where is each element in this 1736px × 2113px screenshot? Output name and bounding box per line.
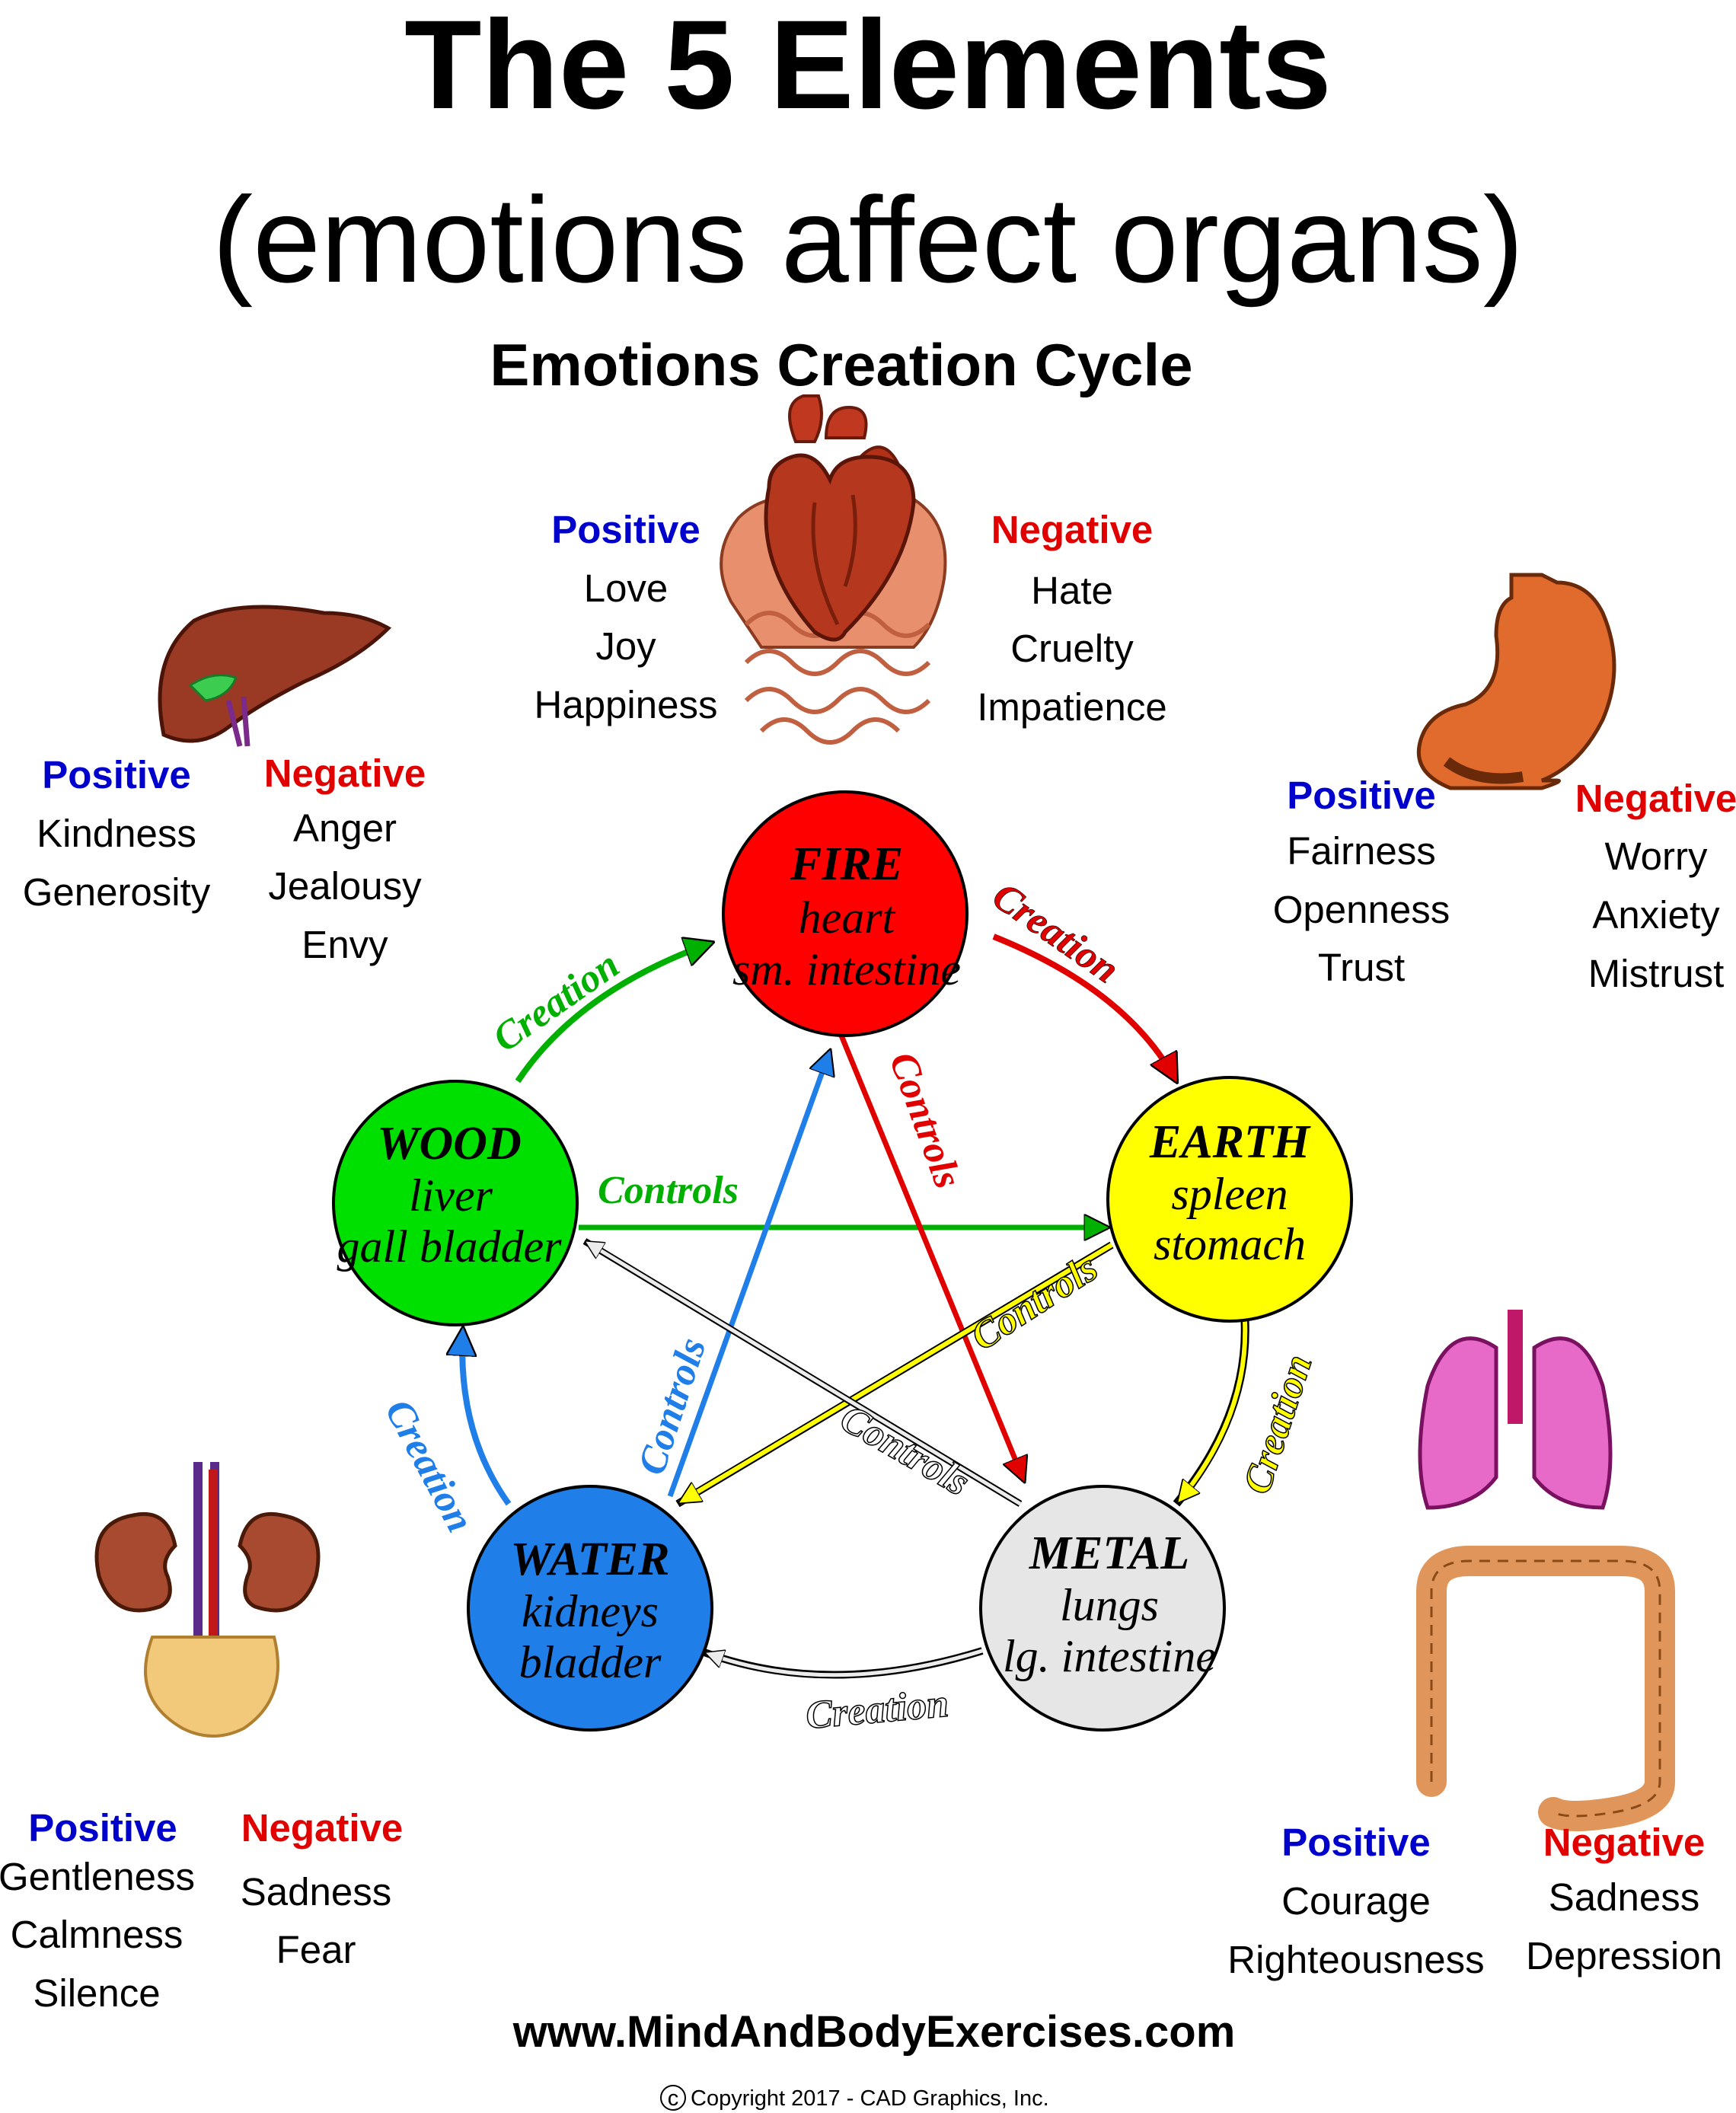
water-circle (467, 1485, 713, 1732)
water-emotions: Positive Gentleness Calmness Silence Neg… (0, 1806, 403, 2015)
creation-label-wood-fire: Creation (485, 943, 627, 1060)
water-organ-1: kidneys (522, 1586, 659, 1636)
copyright-symbol: c (668, 2086, 679, 2111)
fire-positive-item: Happiness (535, 683, 718, 726)
earth-negative-item: Mistrust (1588, 952, 1725, 995)
earth-positive-item: Fairness (1287, 829, 1436, 873)
creation-label-earth-metal: Creation (1235, 1349, 1320, 1499)
creation-arrow-earth-metal (1173, 1320, 1249, 1507)
wood-name: WOOD (377, 1118, 521, 1170)
metal-positive-item: Righteousness (1227, 1938, 1484, 1981)
water-negative-item: Fear (276, 1928, 356, 1971)
wood-negative-item: Jealousy (268, 864, 422, 908)
metal-organ-2: lg. intestine (1003, 1631, 1216, 1681)
website-link[interactable]: www.MindAndBodyExercises.com (512, 2007, 1236, 2057)
earth-negative-item: Worry (1604, 835, 1708, 878)
element-earth: EARTH spleen stomach (1106, 1076, 1353, 1323)
fire-positive-heading: Positive (551, 508, 700, 551)
metal-positive-heading: Positive (1281, 1821, 1431, 1864)
creation-arrow-fire-earth (992, 934, 1179, 1081)
earth-emotions: Positive Fairness Openness Trust Negativ… (1273, 774, 1736, 995)
water-negative-item: Sadness (241, 1870, 391, 1914)
earth-positive-heading: Positive (1287, 774, 1436, 817)
creation-label-fire-earth: Creation (984, 874, 1127, 991)
water-positive-item: Silence (33, 1971, 160, 2015)
fire-name: FIRE (790, 838, 903, 890)
lungs-icon (1418, 1310, 1613, 1510)
earth-negative-heading: Negative (1575, 777, 1736, 820)
earth-organ-2: stomach (1154, 1219, 1306, 1269)
creation-arrow-water-wood (462, 1329, 512, 1506)
page-title: The 5 Elements (404, 0, 1332, 136)
metal-name: METAL (1029, 1527, 1189, 1579)
page-subtitle: (emotions affect organs) (212, 171, 1524, 308)
kidneys-bladder-icon (94, 1462, 321, 1738)
copyright-symbol-circle (660, 2085, 686, 2111)
fire-negative-item: Cruelty (1010, 627, 1134, 670)
wood-negative-heading: Negative (264, 752, 426, 795)
copyright: c Copyright 2017 - CAD Graphics, Inc. (660, 2085, 1049, 2111)
wood-positive-item: Generosity (23, 870, 211, 914)
controls-label-earth-water: Controls (963, 1246, 1105, 1360)
stomach-icon (1416, 573, 1616, 790)
wood-positive-heading: Positive (42, 753, 191, 796)
metal-negative-item: Sadness (1549, 1875, 1699, 1919)
metal-negative-heading: Negative (1543, 1821, 1706, 1864)
wood-organ-2: gall bladder (337, 1221, 563, 1272)
fire-positive-item: Love (584, 567, 669, 610)
wood-negative-item: Envy (302, 923, 388, 966)
liver-icon (158, 605, 392, 747)
controls-label-wood-earth: Controls (598, 1169, 739, 1212)
earth-positive-item: Trust (1318, 946, 1405, 989)
controls-arrow-fire-metal (838, 1034, 1024, 1481)
water-organ-2: bladder (519, 1637, 662, 1687)
creation-arrow-wood-fire (515, 943, 712, 1084)
water-positive-item: Gentleness (0, 1855, 195, 1898)
wood-circle (332, 1080, 579, 1326)
wood-positive-item: Kindness (37, 812, 196, 855)
creation-label-metal-water: Creation (804, 1682, 950, 1738)
metal-emotions: Positive Courage Righteousness Negative … (1227, 1821, 1722, 1981)
wood-emotions: Positive Kindness Generosity Negative An… (23, 752, 426, 966)
fire-negative-heading: Negative (991, 508, 1154, 551)
controls-label-fire-metal: Controls (881, 1047, 970, 1194)
heart-intestine-icon (720, 394, 947, 745)
element-fire: FIRE heart sm. intestine (722, 790, 969, 1037)
metal-organ-1: lungs (1060, 1580, 1159, 1630)
element-metal: METAL lungs lg. intestine (979, 1485, 1226, 1732)
wood-organ-1: liver (409, 1170, 493, 1221)
element-water: WATER kidneys bladder (467, 1485, 713, 1732)
earth-negative-item: Anxiety (1592, 893, 1720, 937)
fire-organ-1: heart (799, 892, 896, 943)
water-negative-heading: Negative (241, 1806, 404, 1850)
large-intestine-icon (1416, 1546, 1675, 1831)
fire-emotions: Positive Love Joy Happiness Negative Hat… (535, 508, 1167, 729)
water-positive-item: Calmness (11, 1913, 183, 1956)
fire-positive-item: Joy (595, 624, 656, 668)
fire-circle (722, 790, 969, 1037)
earth-name: EARTH (1149, 1116, 1311, 1168)
controls-arrow-water-fire (667, 1051, 830, 1498)
earth-positive-item: Openness (1273, 888, 1450, 931)
cycle-title: Emotions Creation Cycle (490, 331, 1192, 398)
earth-circle (1106, 1076, 1353, 1323)
earth-organ-1: spleen (1171, 1169, 1288, 1219)
fire-negative-item: Hate (1031, 569, 1113, 612)
metal-circle (979, 1485, 1226, 1732)
water-positive-heading: Positive (28, 1806, 177, 1850)
fire-negative-item: Impatience (977, 685, 1166, 729)
copyright-text: Copyright 2017 - CAD Graphics, Inc. (691, 2086, 1049, 2111)
metal-negative-item: Depression (1526, 1934, 1722, 1977)
fire-organ-2: sm. intestine (732, 944, 961, 994)
wood-negative-item: Anger (293, 806, 397, 850)
metal-positive-item: Courage (1281, 1879, 1431, 1923)
controls-label-metal-wood: Controls (833, 1396, 977, 1505)
water-name: WATER (510, 1534, 669, 1585)
element-wood: WOOD liver gall bladder (332, 1080, 579, 1326)
